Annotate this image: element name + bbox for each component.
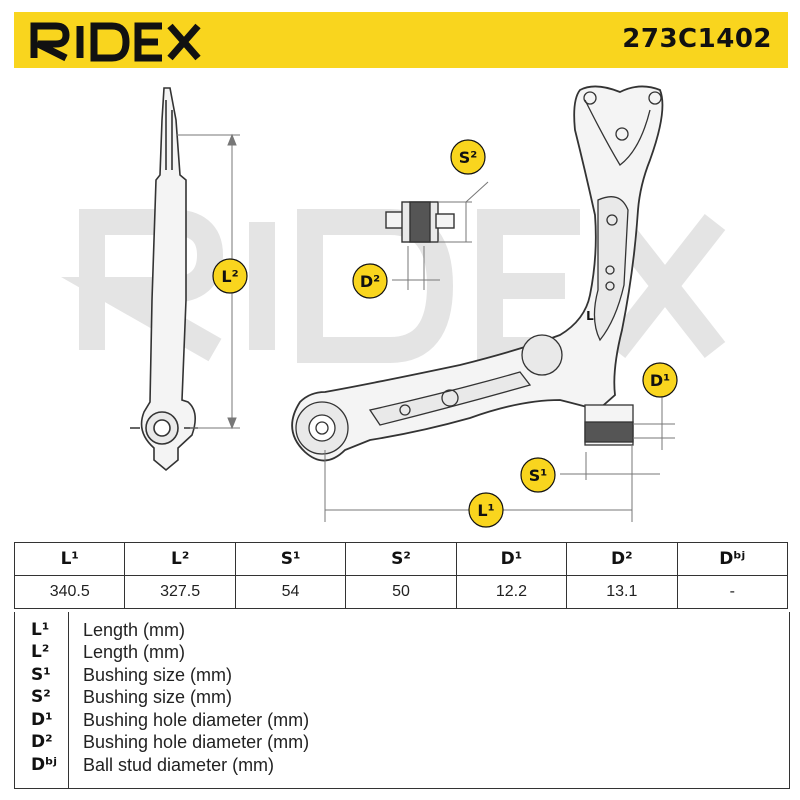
- header-bar: 273C1402: [14, 12, 788, 68]
- ridex-logo: [30, 22, 201, 62]
- legend-symbol: D²: [31, 732, 53, 752]
- spec-header: L¹: [13, 542, 126, 576]
- spec-header: D¹: [455, 542, 568, 576]
- spec-header: S²: [345, 542, 457, 576]
- technical-drawing: L² S² D² D¹ S¹ L¹ L: [61, 85, 726, 528]
- badge-s2: S²: [450, 139, 486, 175]
- badge-d1: D¹: [642, 362, 678, 398]
- spec-value: -: [676, 575, 789, 609]
- bushing-detail: [385, 201, 455, 243]
- spec-header: D²: [566, 542, 678, 576]
- spec-value-row: 340.5 327.5 54 50 12.2 13.1 -: [13, 575, 789, 609]
- legend-description: Length (mm): [83, 620, 186, 640]
- part-number: 273C1402: [622, 24, 772, 54]
- legend-symbol: S¹: [31, 665, 51, 685]
- spec-value: 50: [345, 575, 457, 609]
- legend-symbol: D¹: [31, 710, 53, 730]
- control-arm-details: [295, 91, 662, 455]
- legend-row: Dᵇʲ Ball stud diameter (mm): [15, 755, 789, 777]
- legend-symbol: L²: [31, 642, 50, 662]
- legend-row: D² Bushing hole diameter (mm): [15, 732, 789, 754]
- badge-s2-label: S²: [459, 148, 478, 167]
- badge-l1: L¹: [468, 492, 504, 528]
- spec-value: 12.2: [455, 575, 568, 609]
- side-view: [130, 87, 198, 472]
- legend-row: L² Length (mm): [15, 642, 789, 664]
- badge-l1-label: L¹: [477, 501, 494, 520]
- spec-header: L²: [124, 542, 236, 576]
- arm-label-l: L: [586, 309, 594, 323]
- badge-s1-label: S¹: [529, 466, 548, 485]
- spec-header: S¹: [234, 542, 347, 576]
- legend-symbol: L¹: [31, 620, 50, 640]
- spec-value: 54: [234, 575, 347, 609]
- legend-description: Bushing size (mm): [83, 687, 233, 707]
- spec-value: 327.5: [124, 575, 236, 609]
- legend-symbol: S²: [31, 687, 51, 707]
- legend-row: S¹ Bushing size (mm): [15, 665, 789, 687]
- legend-description: Ball stud diameter (mm): [83, 755, 275, 775]
- badge-d1-label: D¹: [650, 371, 670, 390]
- badge-l2: L²: [212, 258, 248, 294]
- spec-value: 340.5: [13, 575, 126, 609]
- legend-divider: [68, 612, 69, 788]
- legend-description: Length (mm): [83, 642, 186, 662]
- badge-d2-label: D²: [360, 272, 380, 291]
- spec-header: Dᵇʲ: [676, 542, 789, 576]
- legend-row: D¹ Bushing hole diameter (mm): [15, 710, 789, 732]
- legend-row: S² Bushing size (mm): [15, 687, 789, 709]
- legend-description: Bushing hole diameter (mm): [83, 732, 310, 752]
- control-arm: [291, 85, 664, 462]
- bushing-dimension-lines: [392, 181, 489, 290]
- badge-s1: S¹: [520, 457, 556, 493]
- badge-l2-label: L²: [221, 267, 238, 286]
- spec-header-row: L¹ L² S¹ S² D¹ D² Dᵇʲ: [13, 542, 789, 576]
- legend-description: Bushing hole diameter (mm): [83, 710, 310, 730]
- spec-table: L¹ L² S¹ S² D¹ D² Dᵇʲ 340.5 327.5 54 50 …: [13, 542, 789, 609]
- legend-symbol: Dᵇʲ: [31, 755, 57, 775]
- spec-value: 13.1: [566, 575, 678, 609]
- legend-box: L¹ Length (mm) L² Length (mm) S¹ Bushing…: [14, 612, 790, 789]
- badge-d2: D²: [352, 263, 388, 299]
- legend-description: Bushing size (mm): [83, 665, 233, 685]
- legend-row: L¹ Length (mm): [15, 620, 789, 642]
